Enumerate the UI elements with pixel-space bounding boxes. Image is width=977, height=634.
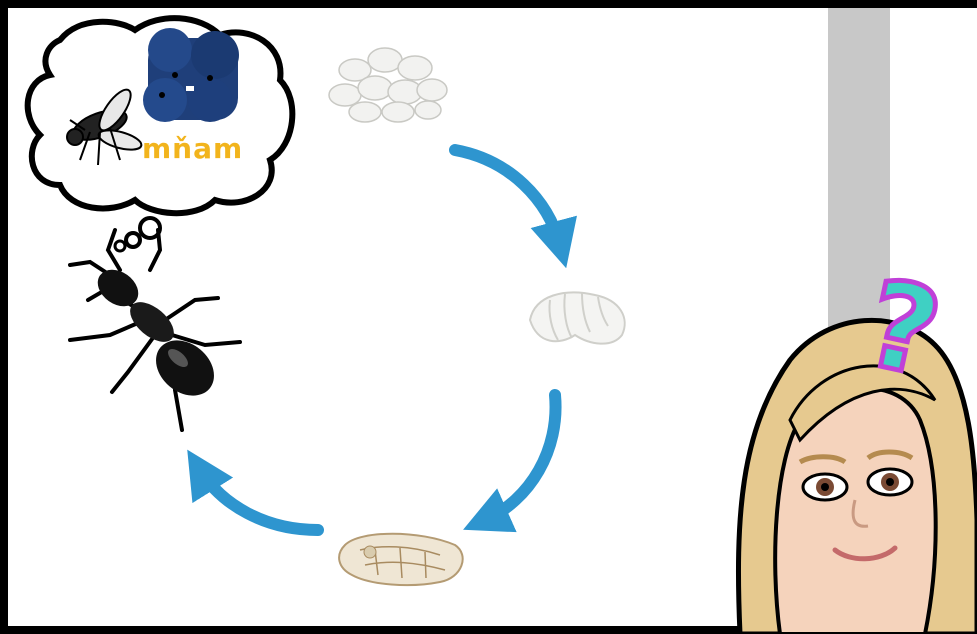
bubble-text: mňam: [142, 132, 243, 165]
eggs-icon: [329, 48, 447, 122]
arrow-larva-to-pupa: [485, 395, 556, 520]
left-eye-icon: [803, 474, 847, 500]
arrow-pupa-to-adult: [200, 470, 318, 530]
larva-icon: [530, 292, 625, 343]
right-eye-icon: [868, 469, 912, 495]
avatar: [738, 320, 977, 634]
adult-ant-icon: [70, 230, 240, 430]
bubble-dot-small: [115, 241, 125, 251]
arrow-eggs-to-larva: [455, 150, 560, 245]
cycle-arrows: [200, 150, 560, 530]
food-icon: [143, 28, 239, 122]
pupa-icon: [339, 534, 463, 585]
bubble-dot-medium: [126, 233, 140, 247]
